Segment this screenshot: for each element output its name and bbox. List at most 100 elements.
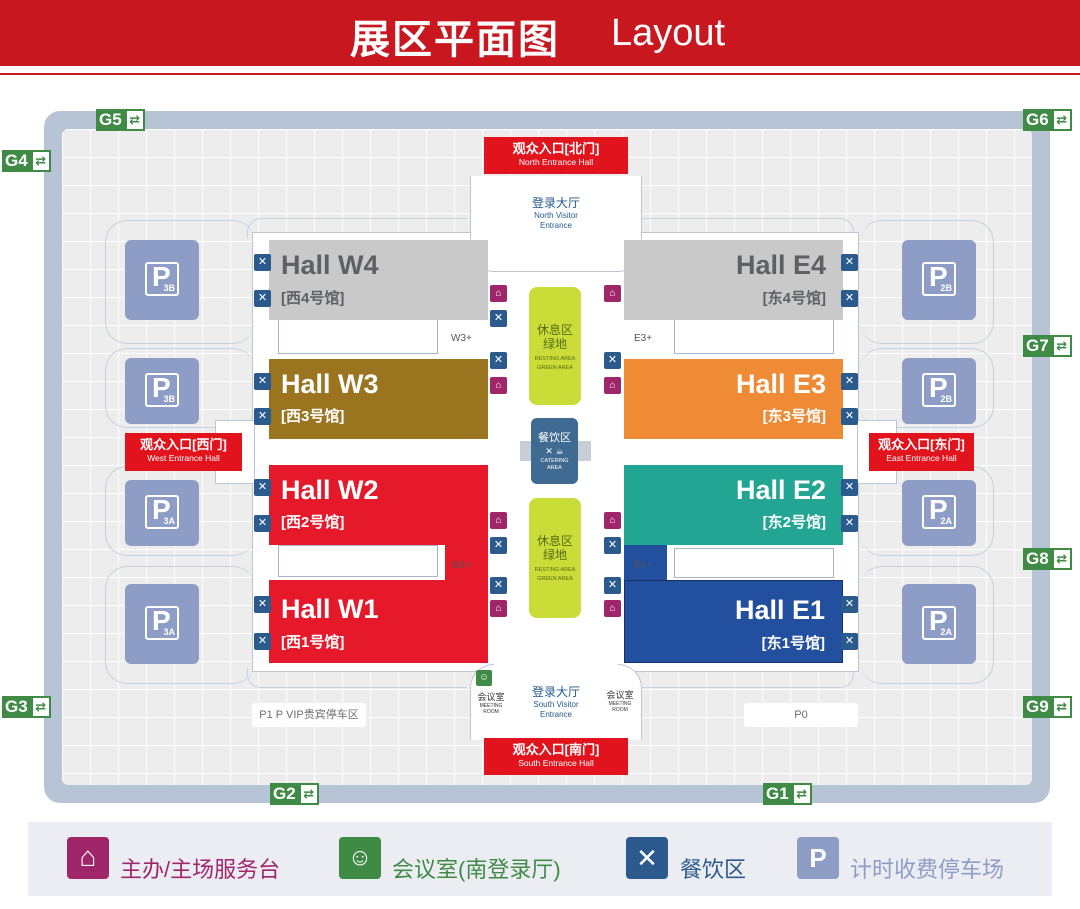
north-entrance-cn: 观众入口[北门] [512,141,600,156]
west-entrance[interactable]: 观众入口[西门] West Entrance Hall [125,433,242,471]
hall-e1-extension [624,545,667,580]
fork-knife-icon: ✕ [604,537,621,554]
hall-e3[interactable]: Hall E3 [东3号馆] [624,359,843,439]
east-entrance-cn: 观众入口[东门] [878,437,965,452]
house-icon: ⌂ [604,600,621,617]
east-lane-bot [860,566,994,684]
hall-w2[interactable]: Hall W2 [西2号馆] [269,465,488,545]
hall-e4[interactable]: Hall E4 [东4号馆] [624,240,843,320]
exchange-arrows-icon: ⇄ [1051,696,1072,718]
gate-label: G1 [763,783,792,805]
meeting-person-icon: ☺ [476,670,492,686]
fork-knife-icon: ✕ [490,352,507,369]
fork-knife-icon: ✕ [490,537,507,554]
gate-g6[interactable]: G6⇄ [1023,109,1072,131]
parking-sub: 3B [163,283,175,293]
gate-label: G8 [1023,548,1052,570]
rest-en1-n: RESTING AREA [534,356,576,362]
fork-knife-icon: ✕ [490,310,507,327]
meeting-en2-e: ROOM [612,707,628,713]
parking-letter: P [929,605,948,636]
north-entrance[interactable]: 观众入口[北门] North Entrance Hall [484,137,628,174]
south-entrance-cn: 观众入口[南门] [512,742,600,757]
rest-en1-s: RESTING AREA [534,567,576,573]
hall-w2-extension [445,540,488,580]
gate-g5[interactable]: G5⇄ [96,109,145,131]
gate-label: G6 [1023,109,1052,131]
hall-e1[interactable]: Hall E1 [东1号馆] [624,580,843,663]
rest-cn1-s: 休息区 [536,534,573,548]
hall-w3[interactable]: Hall W3 [西3号馆] [269,359,488,439]
meeting-en1-w: MEETING [479,703,503,709]
legend [28,822,1052,896]
parking-letter: P [152,372,171,403]
gate-g3[interactable]: G3⇄ [2,696,51,718]
catering-icons: ✕ ☕ [531,446,578,457]
rest-area-south[interactable]: 休息区绿地 RESTING AREA GREEN AREA [529,498,581,618]
house-icon: ⌂ [67,837,109,879]
parking-letter: P [152,605,171,636]
catering-en1: CATERING [540,458,569,464]
label-w3-plus: W3+ [451,333,472,344]
label-e1-plus: E1+ [634,560,653,571]
legend-meeting: 会议室(南登录厅) [392,857,561,882]
hall-e2[interactable]: Hall E2 [东2号馆] [624,465,843,545]
parking-letter: P [152,494,171,525]
vip-parking-box[interactable]: P1 P VIP贵宾停车区 [252,703,366,727]
p0-parking-box[interactable]: P0 [744,703,858,727]
gate-g2[interactable]: G2⇄ [270,783,319,805]
exchange-arrows-icon: ⇄ [30,150,51,172]
gate-label: G3 [2,696,31,718]
north-east-lane [632,218,854,238]
connector-e2-e1 [674,548,834,578]
parking-sub: 2B [940,394,952,404]
header-bar [0,0,1080,66]
gate-g4[interactable]: G4⇄ [2,150,51,172]
north-lobby [470,176,642,272]
fork-knife-icon: ✕ [254,596,271,613]
hall-e2-cn: [东2号馆] [762,514,826,531]
catering-cn: 餐饮区 [538,432,571,444]
south-entrance[interactable]: 观众入口[南门] South Entrance Hall [484,738,628,775]
fork-knife-icon: ✕ [626,837,668,879]
fork-knife-icon: ✕ [490,577,507,594]
south-entrance-en: South Entrance Hall [518,758,594,768]
house-icon: ⌂ [490,512,507,529]
east-entrance[interactable]: 观众入口[东门] East Entrance Hall [869,433,974,471]
legend-service: 主办/主场服务台 [120,857,281,882]
north-lobby-label: 登录大厅 North Visitor Entrance [516,194,596,231]
fork-knife-icon: ✕ [604,577,621,594]
hall-e1-cn: [东1号馆] [761,635,825,652]
house-icon: ⌂ [604,512,621,529]
rest-cn2-s: 绿地 [542,548,567,562]
gate-g9[interactable]: G9⇄ [1023,696,1072,718]
house-icon: ⌂ [604,377,621,394]
meeting-cn-e: 会议室 [606,690,634,700]
gate-g7[interactable]: G7⇄ [1023,335,1072,357]
hall-w4[interactable]: Hall W4 [西4号馆] [269,240,488,320]
label-w1-plus: W1+ [451,560,472,571]
cup-icon: ☕ [555,446,564,456]
fork-knife-icon: ✕ [841,408,858,425]
hall-e3-name: Hall E3 [735,369,826,399]
gate-g1[interactable]: G1⇄ [763,783,812,805]
rest-en2-s: GREEN AREA [537,576,573,582]
south-lobby [470,664,642,740]
hall-w1[interactable]: Hall W1 [西1号馆] [269,580,488,663]
exchange-arrows-icon: ⇄ [1051,109,1072,131]
gate-g8[interactable]: G8⇄ [1023,548,1072,570]
hall-e4-name: Hall E4 [735,250,826,280]
header-divider [0,73,1080,75]
